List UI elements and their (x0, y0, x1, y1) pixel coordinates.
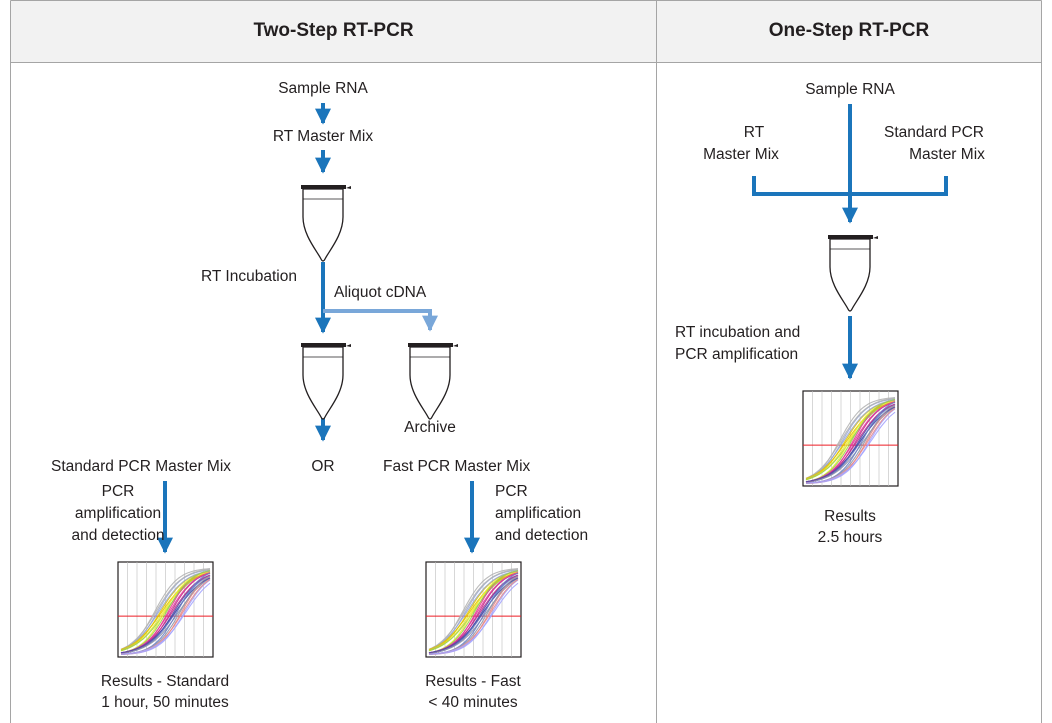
results-standard-label: Results - Standard (100, 673, 230, 690)
results-fast-time: < 40 minutes (428, 694, 518, 711)
standard-pcr-master-mix-label: Standard PCR Master Mix (51, 458, 232, 475)
one-step-sample-rna-label: Sample RNA (805, 81, 895, 98)
one-step-header: One-Step RT-PCR (768, 20, 930, 41)
tube-cdna (301, 343, 351, 420)
bracket-master-mixes (752, 176, 948, 196)
two-step-header: Two-Step RT-PCR (253, 20, 414, 41)
sample-rna-label: Sample RNA (278, 80, 368, 97)
or-label: OR (311, 458, 335, 475)
tube-rt (301, 185, 351, 262)
arrow-aliquot-to-archive (323, 309, 438, 332)
one-step-standard-pcr-label: Standard PCR (884, 124, 984, 141)
one-step-results-time: 2.5 hours (817, 529, 883, 546)
fast-pcr-master-mix-label: Fast PCR Master Mix (383, 458, 531, 475)
rt-incubation-label: RT Incubation (201, 268, 297, 285)
results-standard-time: 1 hour, 50 minutes (101, 694, 229, 711)
amplification-plot-standard (117, 561, 214, 658)
pcr-label-right: PCR (495, 483, 528, 500)
pcr-label-left: PCR (101, 483, 135, 500)
amplification-plot-fast (425, 561, 522, 658)
one-step-rt-master-mix-label: Master Mix (703, 146, 779, 163)
one-step-incubation-label: RT incubation and (675, 324, 801, 341)
tube-archive (408, 343, 458, 420)
one-step-results-label: Results (824, 508, 876, 525)
one-step-rt-label: RT (743, 124, 765, 141)
aliquot-cdna-label: Aliquot cDNA (334, 284, 427, 301)
results-fast-label: Results - Fast (425, 673, 521, 690)
one-step-master-mix-label: Master Mix (909, 146, 985, 163)
amplification-label-right: amplification (495, 505, 582, 522)
amplification-label-left: amplification (74, 505, 162, 522)
detection-label-left: and detection (71, 527, 165, 544)
amplification-plot-one-step (802, 390, 899, 487)
rt-master-mix-label: RT Master Mix (272, 128, 374, 145)
header-background (10, 0, 1042, 63)
archive-label: Archive (404, 419, 456, 436)
one-step-amplification-label: PCR amplification (675, 346, 799, 363)
detection-label-right: and detection (495, 527, 589, 544)
tube-one-step (828, 235, 878, 312)
